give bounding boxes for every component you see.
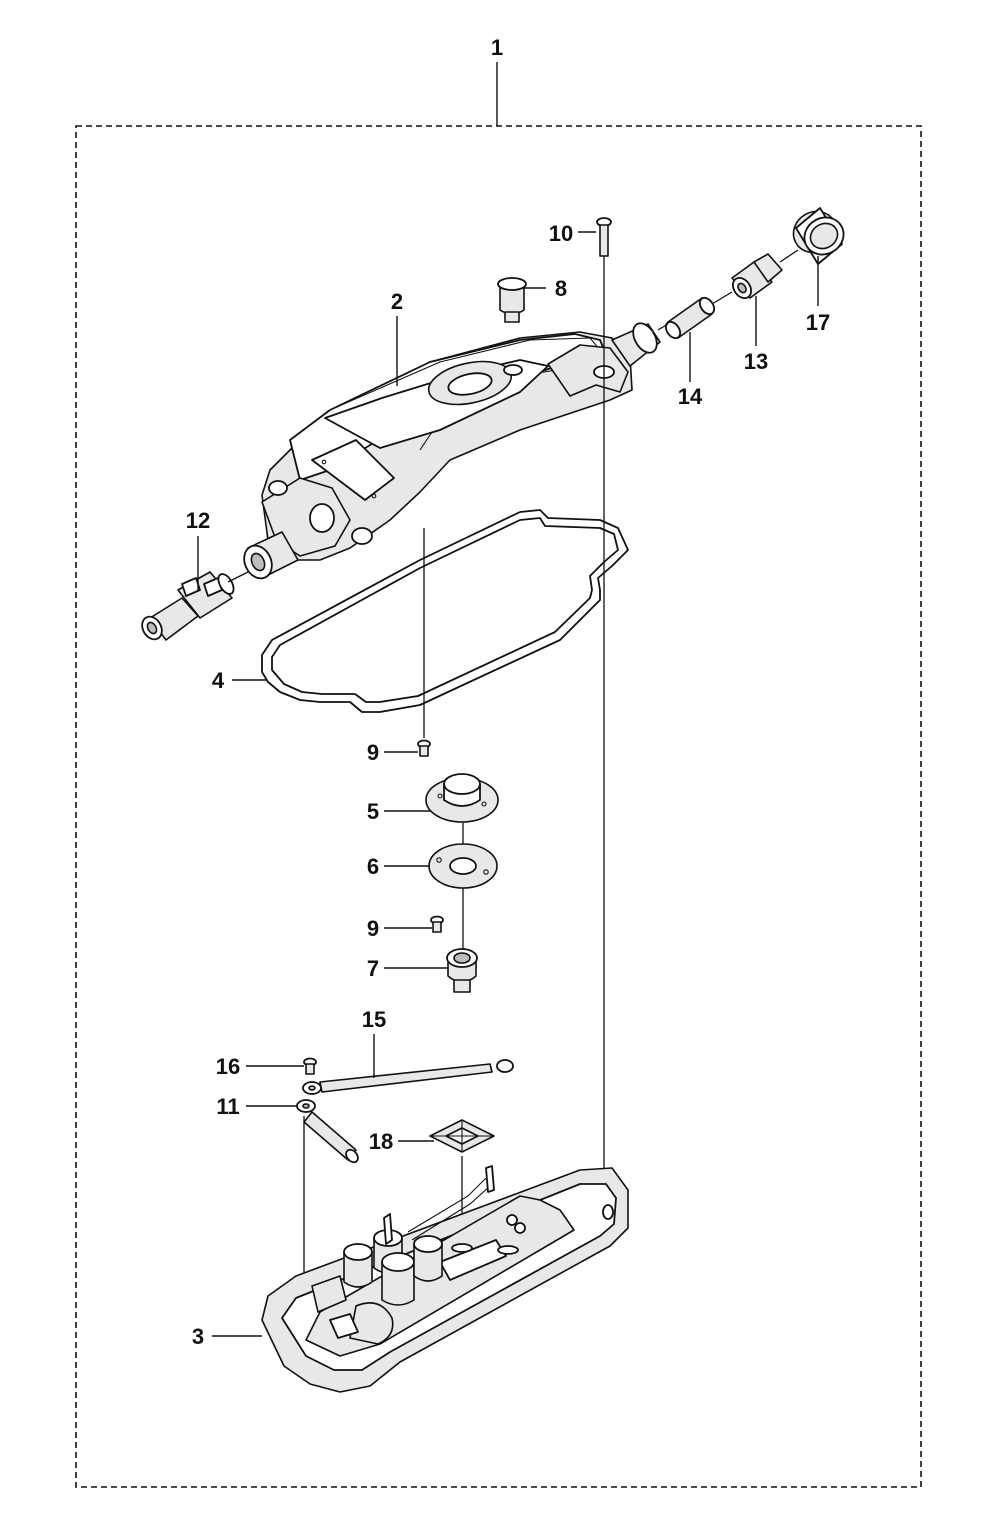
gland-axis-left bbox=[227, 571, 249, 583]
push-switch[interactable] bbox=[446, 948, 478, 993]
callout-13: 13 bbox=[744, 349, 768, 374]
callout-2: 2 bbox=[391, 289, 403, 314]
switch-washer[interactable] bbox=[428, 843, 498, 889]
switch-cover[interactable] bbox=[425, 773, 499, 823]
cable-sleeve[interactable] bbox=[663, 295, 717, 341]
callout-6: 6 bbox=[367, 854, 379, 879]
cable-gland-left[interactable] bbox=[138, 571, 236, 642]
gland-axis-right-2 bbox=[711, 291, 733, 305]
clamp-ring[interactable] bbox=[786, 204, 850, 265]
plug-cap[interactable] bbox=[497, 277, 527, 323]
cable-lug[interactable] bbox=[296, 1099, 360, 1165]
housing-gasket[interactable] bbox=[261, 509, 629, 713]
assembly-boundary-frame bbox=[75, 125, 922, 1488]
gland-nut[interactable] bbox=[729, 253, 783, 302]
callout-15: 15 bbox=[362, 1007, 386, 1032]
callout-12: 12 bbox=[186, 508, 210, 533]
screw-upper[interactable] bbox=[417, 739, 431, 757]
screw-lower[interactable] bbox=[430, 915, 444, 933]
callout-14: 14 bbox=[678, 384, 703, 409]
lower-housing[interactable] bbox=[261, 1165, 629, 1393]
callout-16: 16 bbox=[216, 1054, 240, 1079]
gland-axis-right bbox=[657, 323, 669, 331]
callout-18: 18 bbox=[369, 1129, 393, 1154]
ground-cable[interactable] bbox=[302, 1059, 514, 1095]
long-screw[interactable] bbox=[596, 217, 612, 257]
cable-screw[interactable] bbox=[303, 1057, 317, 1075]
callout-5: 5 bbox=[367, 799, 379, 824]
callout-9-lower: 9 bbox=[367, 916, 379, 941]
callout-17: 17 bbox=[806, 310, 830, 335]
callout-7: 7 bbox=[367, 956, 379, 981]
callout-8: 8 bbox=[555, 276, 567, 301]
callout-9-upper: 9 bbox=[367, 740, 379, 765]
callout-4: 4 bbox=[212, 668, 225, 693]
callout-10: 10 bbox=[549, 221, 573, 246]
cable-tie-mount[interactable] bbox=[429, 1119, 495, 1153]
upper-housing-cover[interactable] bbox=[239, 319, 662, 583]
callout-11: 11 bbox=[216, 1094, 239, 1119]
callout-3: 3 bbox=[192, 1324, 204, 1349]
gland-axis-right-3 bbox=[779, 249, 799, 263]
callout-1: 1 bbox=[491, 35, 503, 60]
